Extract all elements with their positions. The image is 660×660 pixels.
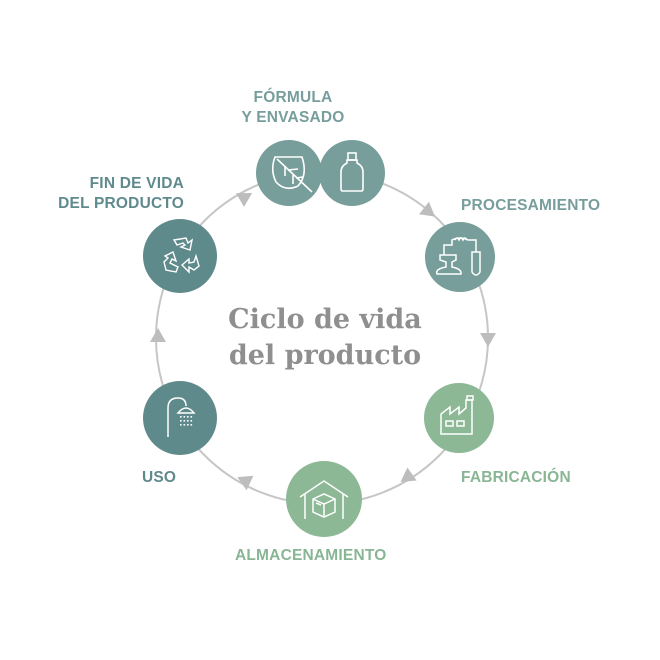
arrow-icon (480, 333, 496, 347)
label-fin: FIN DE VIDA DEL PRODUCTO (38, 174, 184, 214)
bottle-icon (340, 152, 364, 192)
arrow-icon (236, 193, 253, 207)
stage-procesamiento-node (425, 222, 495, 292)
leaf-icon (271, 156, 313, 193)
lab-equipment-icon (435, 237, 481, 276)
shower-icon (167, 397, 196, 437)
recycle-icon (163, 237, 200, 274)
factory-icon (440, 395, 474, 435)
label-line: FIN DE VIDA (89, 175, 184, 192)
label-procesamiento: PROCESAMIENTO (461, 196, 600, 216)
label-line: USO (142, 469, 177, 486)
stage-fin-node (143, 219, 217, 293)
label-line: Y ENVASADO (241, 109, 345, 126)
cycle-arrows (150, 193, 496, 491)
label-line: FABRICACIÓN (461, 469, 571, 486)
label-line: PROCESAMIENTO (461, 197, 601, 214)
warehouse-box-icon (299, 480, 349, 519)
arrow-icon (419, 201, 436, 217)
label-line: FÓRMULA (253, 89, 333, 106)
stage-almacenamiento-node (286, 461, 362, 537)
label-uso: USO (142, 468, 176, 488)
shower-drops (180, 416, 193, 426)
stage-fabricacion-node (424, 383, 494, 453)
stage-formula-node (256, 140, 385, 206)
label-line: ALMACENAMIENTO (235, 547, 387, 564)
diagram-title: Ciclo de vida del producto (220, 302, 430, 374)
label-line: DEL PRODUCTO (58, 195, 184, 212)
arrow-icon (400, 467, 417, 483)
stage-uso-node (143, 381, 217, 455)
label-almacenamiento: ALMACENAMIENTO (235, 546, 386, 566)
title-line-2: del producto (228, 340, 422, 371)
title-line-1: Ciclo de vida (228, 304, 422, 335)
label-fabricacion: FABRICACIÓN (461, 468, 571, 488)
arrow-icon (237, 475, 254, 491)
arrow-icon (150, 328, 166, 342)
